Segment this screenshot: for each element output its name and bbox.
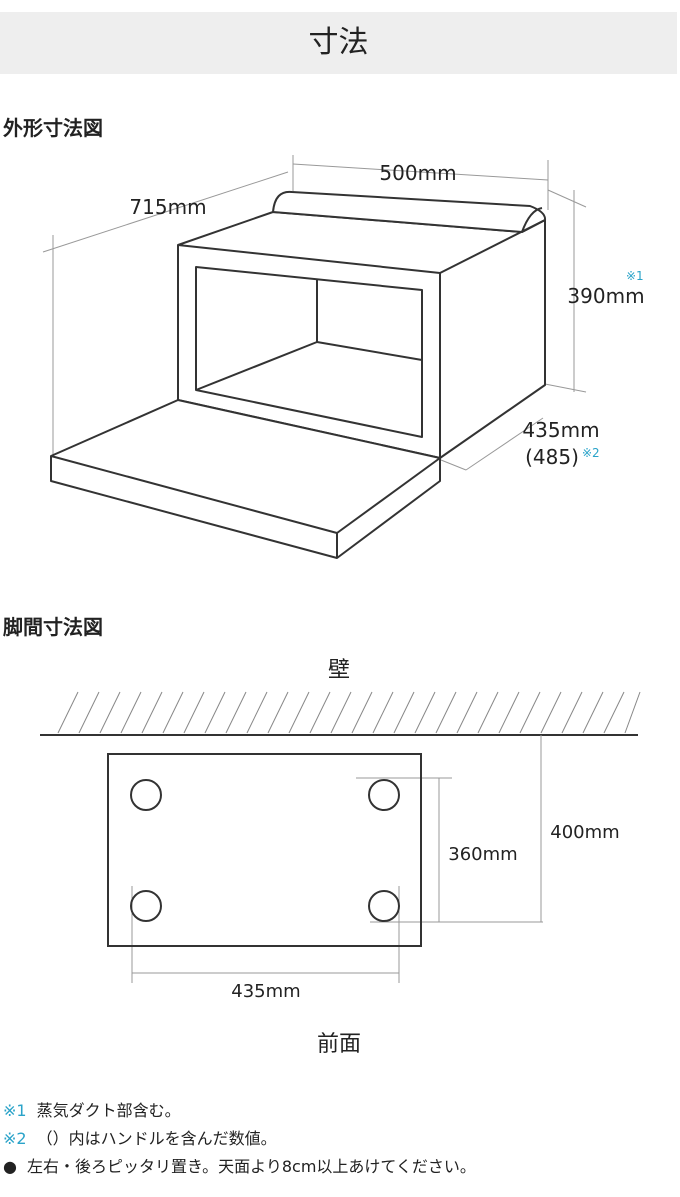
foot-width-label: 435mm [231,981,300,1002]
height-dimension-label: 390mm [567,284,644,308]
inner-depth-note-mark: ※2 [582,446,600,460]
hatch-line [141,691,163,734]
note-2-mark: ※2 [3,1129,27,1148]
dimension-guides [42,155,587,471]
width-dimension-label: 500mm [379,161,456,185]
hatch-line [78,691,100,734]
feet-dimension-diagram: 壁 360mm 400mm 435mm 前面 [40,658,641,1057]
note-1-mark: ※1 [3,1101,27,1120]
feet-dimensions-title: 脚間寸法図 [3,615,103,639]
hatch-line [99,691,121,734]
front-label: 前面 [317,1032,361,1057]
feet-dimension-guides [131,735,543,983]
hatch-line [267,691,289,734]
note-2-text: （）内はハンドルを含んだ数値。 [36,1129,277,1148]
hatch-line [246,691,268,734]
hatch-line [498,691,520,734]
hatch-line [57,691,79,734]
foot-back-right [368,779,400,811]
note-3: ● 左右・後ろピッタリ置き。天面より8cm以上あけてください。 [3,1153,476,1177]
foot-depth-label: 360mm [448,844,517,865]
bullet-icon: ● [3,1157,17,1176]
depth-dimension-label: 715mm [129,195,206,219]
hatch-line [288,691,310,734]
wall-label: 壁 [328,658,350,683]
hatch-line [204,691,226,734]
hatch-line [519,691,541,734]
hatch-line [162,691,184,734]
hatch-line [120,691,142,734]
hatch-line [477,691,499,734]
note-2: ※2 （）内はハンドルを含んだ数値。 [3,1125,277,1149]
wall-hatching [57,691,641,734]
hatch-line [183,691,205,734]
hatch-line [414,691,436,734]
note-3-text: 左右・後ろピッタリ置き。天面より8cm以上あけてください。 [26,1157,476,1176]
foot-front-right [368,890,400,922]
foot-back-left [130,779,162,811]
hatch-line [225,691,247,734]
hatch-line [330,691,352,734]
wall-distance-label: 400mm [550,822,619,843]
hatch-line [456,691,478,734]
foot-front-left [130,890,162,922]
hatch-line [624,691,641,734]
hatch-line [582,691,604,734]
note-1: ※1 蒸気ダクト部含む。 [3,1097,181,1121]
outer-dimensions-title: 外形寸法図 [3,116,103,140]
hatch-line [393,691,415,734]
hatch-line [309,691,331,734]
page-title: 寸法 [308,25,369,60]
page-header: 寸法 [0,12,677,74]
hatch-line [372,691,394,734]
oven-feet [130,779,400,922]
inner-depth-dimension-label: 435mm [522,418,599,442]
note-1-text: 蒸気ダクト部含む。 [36,1101,181,1120]
hatch-line [603,691,625,734]
hatch-line [435,691,457,734]
oven-outline [50,190,547,559]
height-note-mark: ※1 [626,269,644,283]
inner-depth-handle-label: (485) [525,445,579,469]
oven-footprint [107,753,422,947]
hatch-line [351,691,373,734]
hatch-line [561,691,583,734]
hatch-line [540,691,562,734]
outer-dimension-diagram: 500mm 715mm 390mm 435mm (485) ※1 ※2 [42,155,645,559]
